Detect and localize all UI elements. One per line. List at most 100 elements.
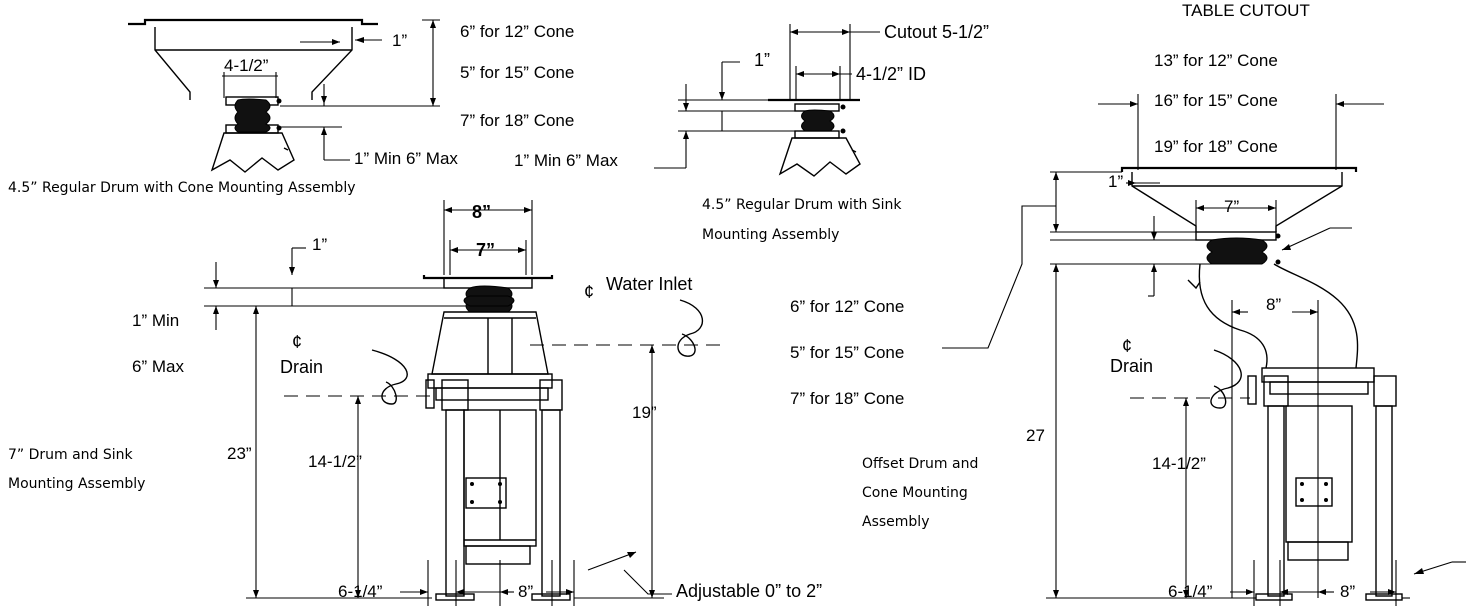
foot-right <box>1365 593 1403 601</box>
clamp-dot <box>1275 233 1281 239</box>
screw <box>470 500 474 504</box>
dim-8b-label: 8” <box>518 582 533 601</box>
cutout-label: Cutout 5-1/2” <box>884 22 989 42</box>
leg-left <box>445 409 465 597</box>
arrowhead <box>1196 205 1204 211</box>
arrowhead <box>430 98 436 106</box>
dim-27-label: 27 <box>1026 426 1045 445</box>
drum-body-broken <box>778 137 861 177</box>
cone-leader <box>942 205 1056 349</box>
foot-right <box>531 593 571 601</box>
id-label: 4-1/2” ID <box>856 64 926 84</box>
arrowhead <box>627 552 636 558</box>
screw <box>470 482 474 486</box>
arrowhead <box>1282 244 1291 250</box>
caption-diagram4-line1: Offset Drum and <box>862 456 978 472</box>
drain-cl: ¢ <box>1122 336 1132 356</box>
foot-left <box>435 593 475 601</box>
bellows-band <box>463 295 515 307</box>
water-inlet-label: Water Inlet <box>606 274 692 294</box>
arrowhead <box>518 247 526 253</box>
arrowhead <box>420 589 428 595</box>
arrowhead <box>253 306 259 314</box>
arrowhead <box>289 267 295 275</box>
arrowhead <box>1232 309 1240 315</box>
leg-left <box>1267 405 1285 597</box>
arrowhead <box>213 306 219 314</box>
bellows <box>1206 237 1268 265</box>
drain-stub <box>425 379 435 409</box>
arrowhead <box>683 103 689 111</box>
dim-1-label: 1” <box>754 50 770 70</box>
arrowhead <box>253 590 259 598</box>
dim-7-label: 7” <box>1224 197 1239 216</box>
dim-8b-label: 8” <box>1340 582 1355 601</box>
cone-right <box>1275 172 1343 232</box>
arrowhead <box>213 280 219 288</box>
min-label: 1” Min <box>132 311 179 330</box>
drum-body-broken <box>210 132 295 173</box>
cone7-label: 7” for 18” Cone <box>460 111 574 130</box>
arrowhead <box>456 589 464 595</box>
dim-14-5-label: 14-1/2” <box>1152 454 1206 473</box>
adjustable-label: Adjustable 0” to 2” <box>676 581 822 601</box>
arrowhead <box>1183 398 1189 406</box>
bellows <box>234 98 271 133</box>
lower-collar <box>794 130 840 139</box>
leg-clamp <box>1263 375 1289 407</box>
arrowhead <box>796 71 804 77</box>
drain-stub <box>1247 375 1257 405</box>
arrowhead <box>444 207 452 213</box>
drain-symbol <box>371 349 408 405</box>
arrowhead <box>1310 309 1318 315</box>
clamp-dot <box>276 125 282 131</box>
arrowhead <box>1336 101 1344 107</box>
motor-rim <box>435 387 549 401</box>
screw <box>1300 498 1304 502</box>
offset-chute-right <box>1273 263 1359 369</box>
dim-1-label: 1” <box>312 235 327 254</box>
drum-detail <box>283 147 289 151</box>
max-label: 6” Max <box>132 357 184 376</box>
dim-1-label: 1” <box>1108 172 1123 191</box>
cone-flange <box>128 18 378 26</box>
leg-clamp <box>1373 375 1397 407</box>
arrowhead <box>1246 589 1254 595</box>
dim-6-25-label: 6-1/4” <box>338 582 383 601</box>
arrowhead <box>355 590 361 598</box>
dim-19-label: 19” <box>632 403 657 422</box>
arrowhead <box>321 127 327 135</box>
cone6-label: 6” for 12” Cone <box>790 297 904 316</box>
drum-body <box>431 311 549 375</box>
leader <box>1281 227 1331 251</box>
arrowhead <box>683 131 689 139</box>
minmax-label: 1” Min 6” Max <box>514 151 618 170</box>
cut16-label: 16” for 15” Cone <box>1154 91 1278 110</box>
cone-left <box>1131 172 1197 232</box>
arrowhead <box>1128 180 1136 186</box>
arrowhead <box>1053 590 1059 598</box>
cone-flange <box>1120 166 1358 172</box>
leg-right <box>1375 405 1393 597</box>
caption-diagram4-line2: Cone Mounting <box>862 485 968 501</box>
leg-clamp <box>539 379 563 411</box>
arrowhead <box>1053 172 1059 180</box>
cut19-label: 19” for 18” Cone <box>1154 137 1278 156</box>
arrowhead <box>1151 264 1157 272</box>
arrowhead <box>790 29 798 35</box>
arrowhead <box>842 29 850 35</box>
foot-left <box>1255 593 1293 601</box>
motor-top <box>427 373 553 389</box>
diagram-7in-drum: 8” 7” 1” 1” Min 6” Max <box>8 200 822 606</box>
cut13-label: 13” for 12” Cone <box>1154 51 1278 70</box>
arrowhead <box>500 589 508 595</box>
arrowhead <box>832 71 840 77</box>
clamp-dot <box>1275 259 1281 265</box>
arrowhead <box>1053 224 1059 232</box>
caption-diagram3-line2: Mounting Assembly <box>8 476 145 492</box>
caption-diagram2-line1: 4.5” Regular Drum with Sink <box>702 197 902 213</box>
caption-diagram4-line3: Assembly <box>862 514 929 530</box>
dim-1in-label: 1” <box>392 31 407 50</box>
diagram-cone-mounting: 4-1/2” 1” 6” for 12” Cone 5” for 15” Con… <box>8 18 574 196</box>
